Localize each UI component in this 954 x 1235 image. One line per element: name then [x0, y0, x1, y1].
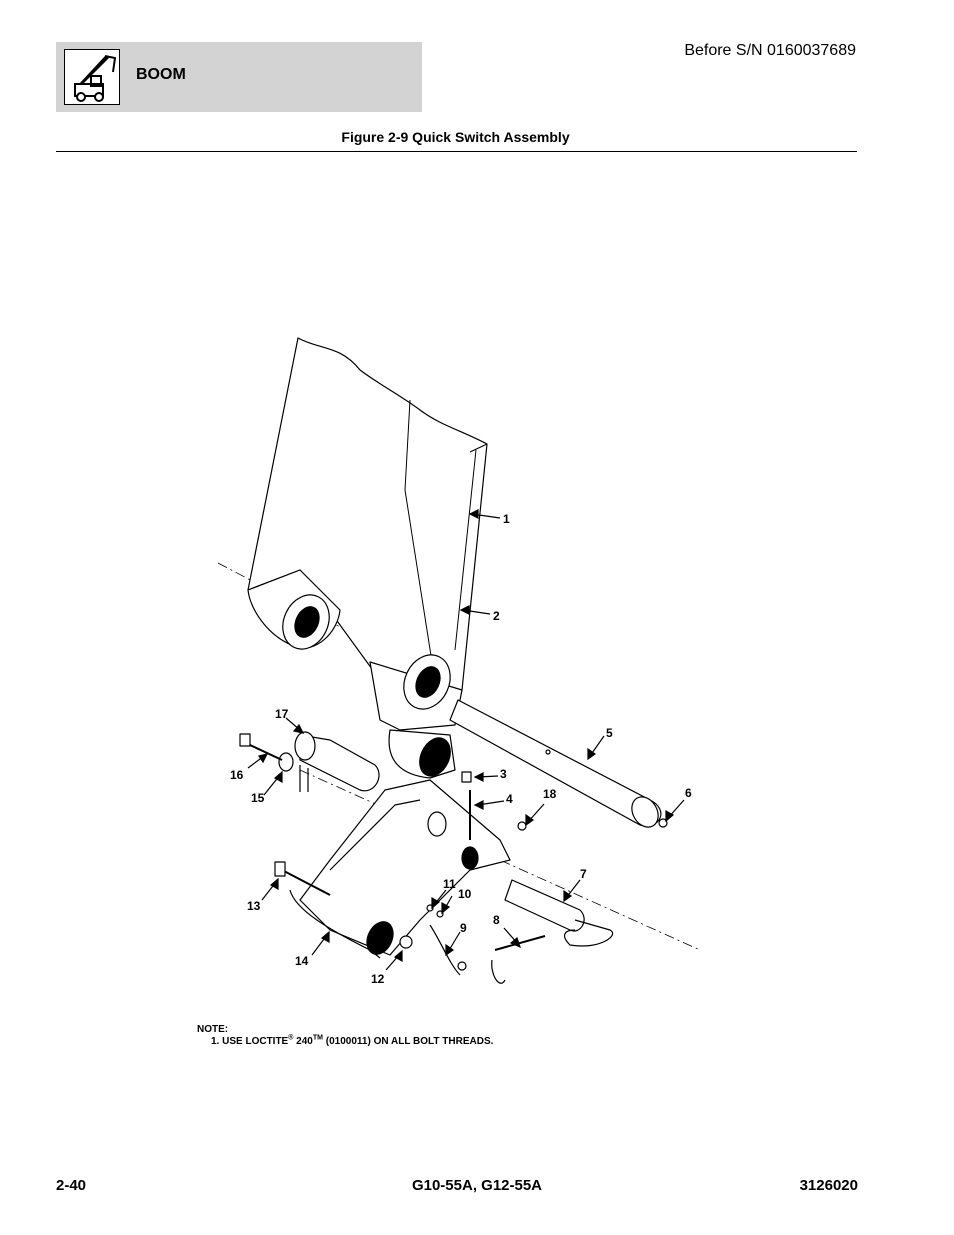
page-number: 2-40 [56, 1177, 87, 1194]
callout-1: 1 [503, 512, 510, 526]
callout-13: 13 [247, 899, 261, 913]
callout-16: 16 [230, 768, 244, 782]
document-number: 3126020 [799, 1177, 858, 1194]
callout-3: 3 [500, 767, 507, 781]
registered-mark: ® [288, 1034, 294, 1042]
callout-9: 9 [460, 921, 467, 935]
callout-18: 18 [543, 787, 557, 801]
note-item: 1. USE LOCTITE® 240TM (0100011) ON ALL B… [197, 1034, 494, 1048]
callout-7: 7 [580, 867, 587, 881]
callout-6: 6 [685, 786, 692, 800]
model-designation: G10-55A, G12-55A [411, 1177, 543, 1194]
section-header: BOOM [56, 42, 422, 112]
note-heading: NOTE: [197, 1024, 229, 1035]
callout-17: 17 [275, 707, 289, 721]
callout-2: 2 [493, 609, 500, 623]
section-title: BOOM [136, 66, 186, 83]
header-rule [56, 151, 857, 152]
serial-note: Before S/N 0160037689 [684, 42, 856, 59]
telehandler-boom-icon [64, 49, 120, 105]
callout-11: 11 [443, 877, 456, 891]
figure-caption: Figure 2-9 Quick Switch Assembly [341, 129, 570, 145]
note-product: 240 [293, 1036, 313, 1047]
note-item-prefix: 1. USE LOCTITE [211, 1036, 289, 1047]
callout-12: 12 [371, 972, 385, 986]
callout-4: 4 [506, 792, 513, 806]
callout-10: 10 [458, 887, 472, 901]
callout-5: 5 [606, 726, 613, 740]
trademark-mark: TM [312, 1034, 323, 1042]
note-item-suffix: (0100011) ON ALL BOLT THREADS. [322, 1036, 494, 1047]
callout-14: 14 [295, 954, 309, 968]
callout-15: 15 [251, 791, 265, 805]
assembly-note: NOTE: 1. USE LOCTITE® 240TM (0100011) ON… [197, 1024, 493, 1048]
callout-8: 8 [493, 913, 500, 927]
